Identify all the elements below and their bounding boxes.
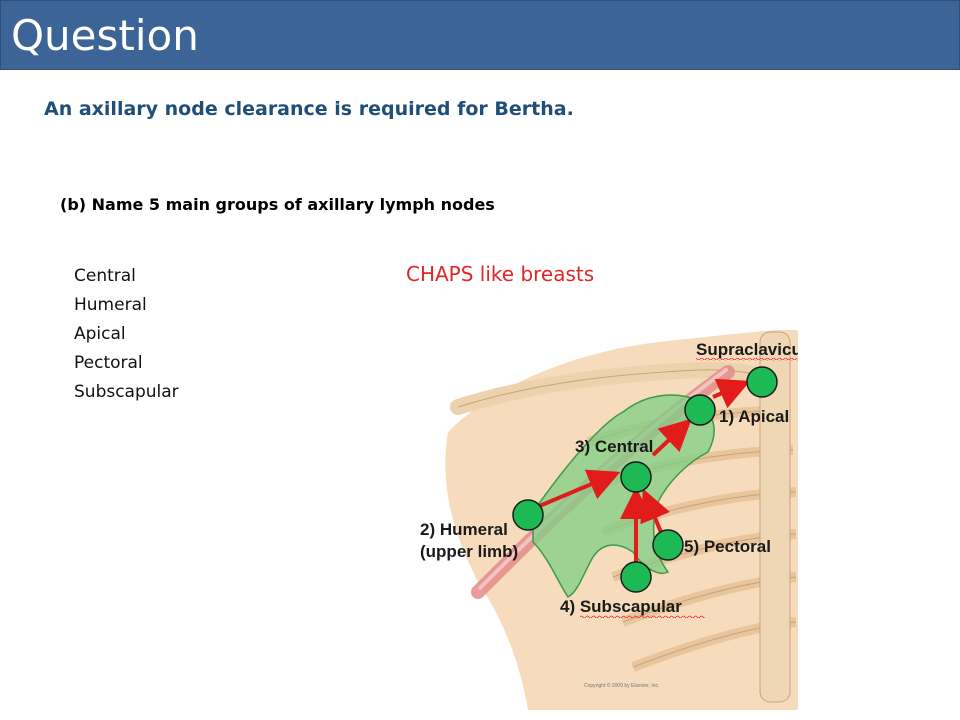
node-supraclavicular <box>746 366 778 398</box>
answer-item: Pectoral <box>74 353 143 373</box>
label-pectoral: 5) Pectoral <box>684 537 771 556</box>
title-bar: Question <box>0 0 960 70</box>
node-apical <box>684 394 716 426</box>
label-humeral-line1: 2) Humeral <box>420 520 508 539</box>
lymph-flow-arrows <box>529 378 751 564</box>
label-apical: 1) Apical <box>719 407 789 426</box>
label-humeral-line2: (upper limb) <box>420 542 518 561</box>
node-humeral <box>512 499 544 531</box>
answer-list: Central Humeral Apical Pectoral Subscapu… <box>74 262 179 407</box>
intro-text: An axillary node clearance is required f… <box>44 98 574 120</box>
node-central <box>620 461 652 493</box>
axillary-nodes-diagram: Supraclavicular 1) Apical 3) Central 2) … <box>420 312 798 710</box>
label-central: 3) Central <box>575 437 653 456</box>
arrow-pectoral-to-central <box>640 488 670 538</box>
label-subscapular: 4) Subscapular <box>560 597 682 616</box>
question-text: (b) Name 5 main groups of axillary lymph… <box>60 195 495 214</box>
node-subscapular <box>620 561 652 593</box>
node-pectoral <box>652 529 684 561</box>
mnemonic-text: CHAPS like breasts <box>406 262 595 286</box>
label-supraclavicular-underline <box>696 358 798 361</box>
arrow-humeral-to-central <box>529 469 621 512</box>
answer-item: Humeral <box>74 295 147 315</box>
slide-title: Question <box>11 11 199 60</box>
sternum <box>759 331 791 703</box>
answer-item: Subscapular <box>74 382 179 402</box>
answer-item: Apical <box>74 324 126 344</box>
clavicle-outline <box>457 369 764 408</box>
copyright-text: Copyright © 2009 by Elsevier, Inc. <box>584 682 659 689</box>
arrow-central-to-apical <box>651 418 692 457</box>
label-supraclavicular: Supraclavicular <box>696 340 798 359</box>
answer-item: Central <box>74 266 136 286</box>
label-subscapular-underline <box>580 615 705 618</box>
arrow-apical-to-supraclavicular <box>712 378 751 409</box>
